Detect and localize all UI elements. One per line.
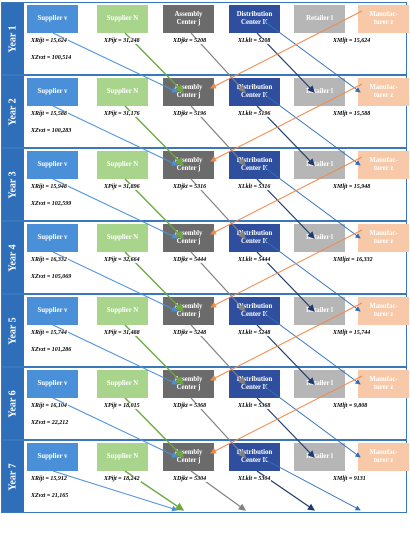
flow-label-xd: XDjkt = 5368 <box>172 403 208 409</box>
assembly-center-node: Assembly Center j <box>163 443 214 471</box>
supplier-v-node: Supplier v <box>27 224 78 252</box>
flow-label-xm: XMljt = 9,808 <box>332 403 369 409</box>
flow-label-xl: XLklt = 5248 <box>237 330 272 336</box>
manufacturer-node: Manufac- turer z <box>358 370 409 398</box>
supplier-v-node: Supplier v <box>27 151 78 179</box>
flow-label-xr: XRijt = 15,624 <box>30 38 68 44</box>
flow-label-xd: XDjkt = 5196 <box>172 111 208 117</box>
flow-label-xm: XMljt = 15,948 <box>332 184 372 190</box>
year-label-text: Year 6 <box>7 389 19 418</box>
flow-label-xm: XMljt = 9131 <box>332 476 367 482</box>
flow-label-xl: XLklt = 5368 <box>237 403 272 409</box>
flow-label-xl: XLklt = 5208 <box>237 38 272 44</box>
manufacturer-node: Manufac- turer z <box>358 443 409 471</box>
flow-label-xp: XPijt = 31,896 <box>103 184 141 190</box>
assembly-center-node: Assembly Center j <box>163 151 214 179</box>
distribution-center-node: Distribution Center K <box>229 78 280 106</box>
flow-label-xz: XZvzt = 22,212 <box>30 420 70 426</box>
flow-label-xd: XDjkt = 5208 <box>172 38 208 44</box>
flow-label-xd: XDjkt = 5248 <box>172 330 208 336</box>
assembly-center-node: Assembly Center j <box>163 370 214 398</box>
retailer-node: Retailer l <box>294 78 345 106</box>
flow-label-xl: XLklt = 5304 <box>237 476 272 482</box>
flow-label-xm: XMljzt = 16,332 <box>332 257 374 263</box>
supplier-n-node: Supplier N <box>97 151 148 179</box>
distribution-center-node: Distribution Center K <box>229 297 280 325</box>
flow-label-xr: XRijt = 16,332 <box>30 257 68 263</box>
flow-label-xz: XZvzt = 100,283 <box>30 128 73 134</box>
flow-label-xp: XPijt = 31,488 <box>103 330 141 336</box>
year-label-text: Year 4 <box>7 243 19 272</box>
year-label-text: Year 2 <box>7 97 19 126</box>
retailer-node: Retailer l <box>294 370 345 398</box>
manufacturer-node: Manufac- turer z <box>358 297 409 325</box>
year-label-text: Year 3 <box>7 170 19 199</box>
flow-label-xl: XLklt = 5316 <box>237 184 272 190</box>
flow-label-xd: XDjkt = 5304 <box>172 476 208 482</box>
flow-label-xp: XPijt = 31,176 <box>103 111 141 117</box>
retailer-node: Retailer l <box>294 443 345 471</box>
flow-label-xm: XMljt = 15,588 <box>332 111 372 117</box>
flow-label-xp: XPijt = 31,248 <box>103 38 141 44</box>
retailer-node: Retailer l <box>294 151 345 179</box>
distribution-center-node: Distribution Center K <box>229 151 280 179</box>
manufacturer-node: Manufac- turer z <box>358 151 409 179</box>
assembly-center-node: Assembly Center j <box>163 5 214 33</box>
retailer-node: Retailer l <box>294 5 345 33</box>
supplier-v-node: Supplier v <box>27 78 78 106</box>
year-label: Year 5 <box>2 295 24 366</box>
supplier-n-node: Supplier N <box>97 370 148 398</box>
flow-label-xd: XDjkt = 5444 <box>172 257 208 263</box>
flow-label-xr: XRijt = 15,912 <box>30 476 68 482</box>
flow-label-xz: XZvzt = 105,069 <box>30 274 73 280</box>
manufacturer-node: Manufac- turer z <box>358 5 409 33</box>
year-label: Year 3 <box>2 149 24 220</box>
distribution-center-node: Distribution Center K <box>229 5 280 33</box>
distribution-center-node: Distribution Center K <box>229 370 280 398</box>
manufacturer-node: Manufac- turer z <box>358 78 409 106</box>
flow-label-xr: XRijt = 15,948 <box>30 184 68 190</box>
supplier-v-node: Supplier v <box>27 370 78 398</box>
supplier-n-node: Supplier N <box>97 78 148 106</box>
flow-label-xp: XPijt = 18,015 <box>103 403 141 409</box>
year-label: Year 2 <box>2 76 24 147</box>
flow-label-xm: XMljt = 15,744 <box>332 330 372 336</box>
year-label-text: Year 5 <box>7 316 19 345</box>
supplier-n-node: Supplier N <box>97 297 148 325</box>
flow-label-xz: XZvzt = 101,286 <box>30 347 73 353</box>
flow-label-xr: XRijt = 15,744 <box>30 330 68 336</box>
year-label-text: Year 1 <box>7 24 19 53</box>
year-label-text: Year 7 <box>7 462 19 491</box>
flow-label-xl: XLklt = 5444 <box>237 257 272 263</box>
supplier-v-node: Supplier v <box>27 443 78 471</box>
supplier-n-node: Supplier N <box>97 443 148 471</box>
flow-label-xd: XDjkt = 5316 <box>172 184 208 190</box>
flow-label-xz: XZvzt = 21,165 <box>30 493 70 499</box>
manufacturer-node: Manufac- turer z <box>358 224 409 252</box>
year-label: Year 1 <box>2 3 24 74</box>
flow-label-xz: XZvzt = 100,514 <box>30 55 73 61</box>
flow-label-xp: XPijt = 18,242 <box>103 476 141 482</box>
assembly-center-node: Assembly Center j <box>163 297 214 325</box>
year-label: Year 6 <box>2 368 24 439</box>
supplier-v-node: Supplier v <box>27 5 78 33</box>
flow-label-xp: XPijt = 32,664 <box>103 257 141 263</box>
flow-label-xz: XZvzt = 102,599 <box>30 201 73 207</box>
retailer-node: Retailer l <box>294 224 345 252</box>
year-label: Year 7 <box>2 441 24 512</box>
distribution-center-node: Distribution Center K <box>229 224 280 252</box>
distribution-center-node: Distribution Center K <box>229 443 280 471</box>
assembly-center-node: Assembly Center j <box>163 224 214 252</box>
flow-label-xm: XMljt = 15,624 <box>332 38 372 44</box>
supplier-n-node: Supplier N <box>97 5 148 33</box>
supplier-v-node: Supplier v <box>27 297 78 325</box>
assembly-center-node: Assembly Center j <box>163 78 214 106</box>
supplier-n-node: Supplier N <box>97 224 148 252</box>
flow-label-xr: XRijt = 15,588 <box>30 111 68 117</box>
retailer-node: Retailer l <box>294 297 345 325</box>
year-label: Year 4 <box>2 222 24 293</box>
flow-label-xr: XRijt = 16,104 <box>30 403 68 409</box>
flow-label-xl: XLklt = 5196 <box>237 111 272 117</box>
